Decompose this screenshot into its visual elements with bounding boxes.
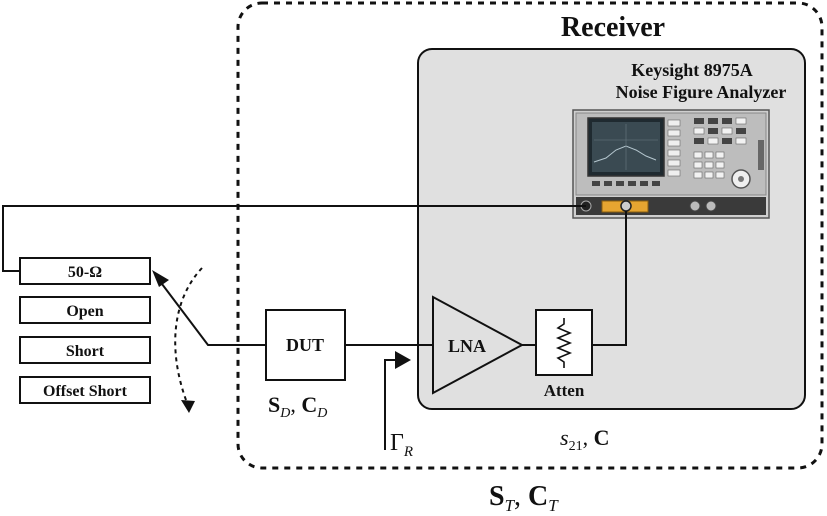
lna-label: LNA bbox=[448, 336, 486, 356]
gamma-arrowhead bbox=[395, 351, 411, 369]
connection-arrowhead bbox=[152, 270, 169, 287]
receiver-parameters: s21, C bbox=[560, 425, 609, 454]
standard-offset-short-label: Offset Short bbox=[43, 383, 128, 400]
standard-short-box bbox=[19, 336, 151, 364]
gamma-label: ΓR bbox=[390, 430, 413, 460]
receiver-title: Receiver bbox=[561, 12, 665, 43]
noise-source-cable bbox=[2, 205, 586, 272]
standard-short-label: Short bbox=[66, 343, 105, 360]
calibration-standards: 50-Ω Open Short Offset Short bbox=[19, 257, 151, 404]
switch-arc-arrowhead bbox=[181, 400, 195, 413]
dut-label: DUT bbox=[286, 335, 324, 355]
wiring bbox=[2, 205, 627, 346]
analyzer-title-line2: Noise Figure Analyzer bbox=[616, 82, 787, 102]
standard-offset-short-box bbox=[19, 376, 151, 404]
standard-50-ohm-label: 50-Ω bbox=[68, 264, 102, 281]
analyzer-title-line1: Keysight 8975A bbox=[631, 60, 753, 80]
atten-to-analyzer-line bbox=[592, 211, 627, 346]
lna-amplifier bbox=[432, 295, 525, 395]
total-parameters: ST, CT bbox=[489, 481, 559, 515]
standard-open-box bbox=[19, 296, 151, 324]
dut-box bbox=[265, 309, 346, 381]
noise-figure-analyzer-image bbox=[572, 109, 770, 219]
gamma-reference-arrow bbox=[384, 359, 398, 450]
dut-parameters: SD, CD bbox=[268, 392, 327, 421]
standard-50-ohm-box bbox=[19, 257, 151, 285]
rf-input-port bbox=[620, 200, 632, 212]
receiver-boundary bbox=[236, 1, 824, 470]
switch-selection-arc bbox=[174, 267, 203, 401]
resistor-symbol bbox=[555, 318, 573, 368]
attenuator-label: Atten bbox=[544, 381, 585, 400]
dut-input-line bbox=[161, 283, 266, 346]
standard-open-label: Open bbox=[66, 303, 103, 320]
